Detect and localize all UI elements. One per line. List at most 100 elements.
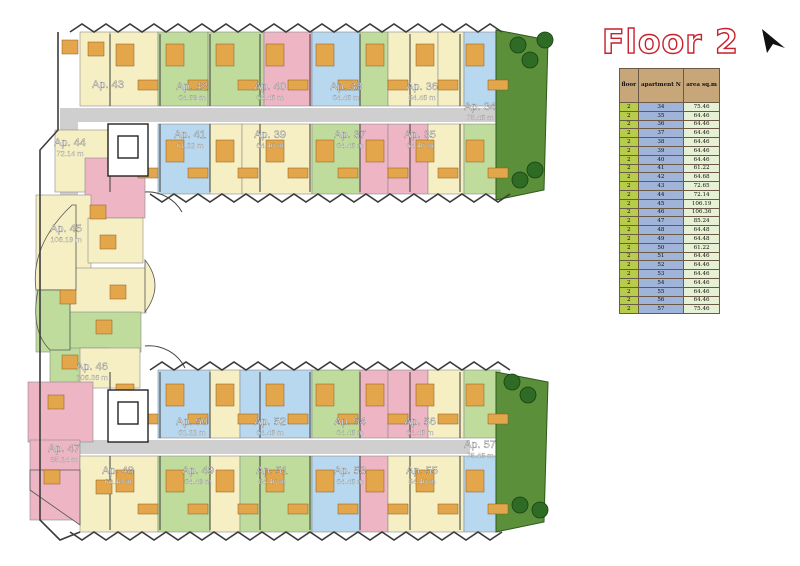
apartment-label: Ap. 41 (174, 129, 206, 141)
apartment-area-label: 64.46 m (336, 428, 363, 437)
apartment-label: Ap. 36 (406, 81, 438, 93)
furniture (465, 469, 485, 493)
tree-icon (511, 171, 529, 189)
floor-cell: 2 (619, 295, 639, 306)
furniture (337, 503, 359, 515)
apartment-cell: 53 (637, 269, 685, 279)
apartment-label: Ap. 48 (102, 465, 134, 477)
furniture (99, 234, 117, 250)
furniture (95, 319, 113, 335)
apartment-label: Ap. 44 (54, 137, 86, 149)
apartment-label: Ap. 35 (404, 129, 436, 141)
floor-cell: 2 (619, 119, 639, 130)
apartment-label: Ap. 40 (254, 81, 286, 93)
north-arrow-icon (762, 29, 785, 53)
apartment-room (387, 455, 465, 533)
area-cell: 64.46 (683, 154, 720, 165)
furniture (215, 383, 235, 407)
area-cell: 64.46 (683, 295, 720, 306)
furniture (265, 469, 285, 493)
apartment-area-label: 75.46 m (466, 451, 493, 460)
apartment-label: Ap. 56 (404, 416, 436, 428)
area-cell: 64.46 (683, 110, 720, 121)
furniture (315, 383, 335, 407)
terrace (495, 29, 549, 201)
area-cell: 61.22 (683, 163, 720, 174)
area-cell: 72.65 (683, 181, 720, 191)
apartment-label: Ap. 34 (464, 101, 496, 113)
apartment-cell: 48 (637, 225, 685, 235)
area-cell: 85.24 (683, 216, 720, 227)
tree-icon (526, 161, 544, 179)
header-apartment: apartment N (637, 68, 685, 103)
furniture (61, 354, 79, 370)
apartment-area-label: 64.46 m (406, 428, 433, 437)
furniture (237, 413, 259, 425)
furniture (415, 469, 435, 493)
area-cell: 64.48 (683, 233, 720, 244)
area-cell: 75.46 (683, 304, 720, 315)
apartment-cell: 55 (637, 286, 685, 297)
apartment-cell: 42 (637, 172, 685, 183)
apartment-cell: 39 (637, 145, 685, 156)
apartment-cell: 46 (637, 207, 685, 218)
apartment-label: Ap. 52 (254, 416, 286, 428)
furniture (437, 503, 459, 515)
floor-cell: 2 (619, 110, 639, 121)
apartment-label: Ap. 57 (464, 439, 496, 451)
apartment-cell: 38 (637, 137, 685, 147)
furniture (437, 79, 459, 91)
apartment-cell: 45 (637, 198, 685, 209)
apartment-room (109, 31, 159, 107)
tree-icon (503, 373, 521, 391)
apartment-label: Ap. 42 (176, 81, 208, 93)
apartment-area-label: 64.48 m (184, 477, 211, 486)
apartment-label: Ap. 37 (334, 129, 366, 141)
floor-cell: 2 (619, 251, 639, 262)
apartment-area-label: 64.46 m (406, 141, 433, 150)
area-cell: 64.46 (683, 128, 720, 139)
apartment-cell: 56 (637, 295, 685, 306)
apartment-area-label: 64.46 m (408, 477, 435, 486)
apartment-room (463, 455, 501, 533)
area-cell: 75.46 (683, 102, 720, 112)
furniture (187, 413, 209, 425)
apartment-label: Ap. 54 (334, 416, 366, 428)
floor-cell: 2 (619, 242, 639, 253)
furniture (415, 139, 435, 163)
furniture (215, 469, 235, 493)
apartment-cell: 35 (637, 110, 685, 121)
furniture (43, 469, 61, 485)
furniture (337, 167, 359, 179)
facade-wall (69, 23, 503, 33)
furniture (487, 413, 509, 425)
apartment-label: Ap. 47 (48, 443, 80, 455)
furniture (365, 383, 385, 407)
apartment-area-label: 64.46 m (256, 93, 283, 102)
furniture (415, 383, 435, 407)
furniture (165, 43, 185, 67)
apartment-label: Ap. 45 (50, 223, 82, 235)
floor-cell: 2 (619, 102, 639, 112)
furniture (265, 139, 285, 163)
floor-cell: 2 (619, 216, 639, 227)
tree-icon (509, 36, 527, 54)
apartment-label: Ap. 46 (76, 361, 108, 373)
apartment-room (79, 455, 159, 533)
furniture (89, 204, 107, 220)
table-header-row: floor apartment N area sq.m (619, 68, 720, 103)
apartment-room (311, 455, 361, 533)
area-cell: 106.36 (683, 207, 720, 218)
apartment-area-label: 64.46 m (408, 93, 435, 102)
